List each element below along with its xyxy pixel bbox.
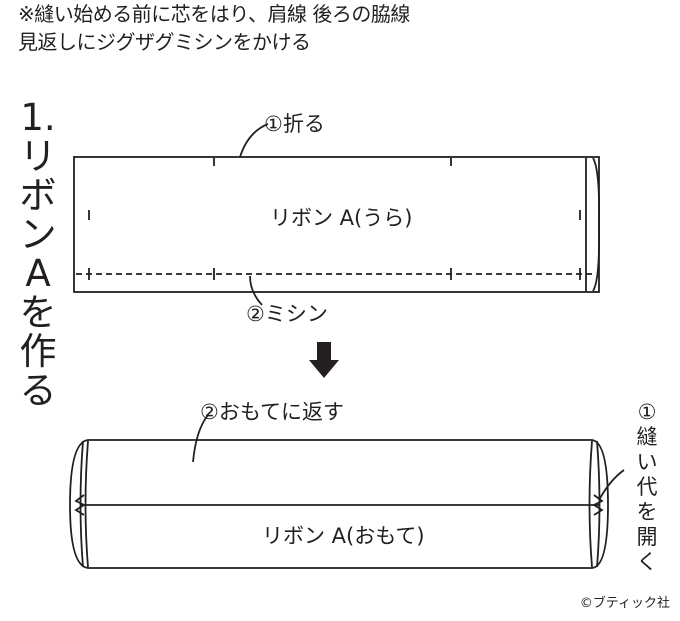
allowance-leader bbox=[598, 469, 625, 501]
allowance-label-char: 開 bbox=[636, 525, 658, 549]
copyright-credit: ©ブティック社 bbox=[579, 596, 670, 611]
step-title-char: ボ bbox=[19, 174, 57, 217]
notches-top bbox=[88, 158, 581, 220]
allowance-label: ① 縫 い 代 を 開 く bbox=[630, 400, 664, 575]
stitch-ticks bbox=[88, 268, 581, 280]
allowance-label-char: い bbox=[636, 450, 658, 474]
allowance-label-char: 代 bbox=[636, 475, 658, 499]
allowance-label-char: 縫 bbox=[636, 425, 658, 449]
allowance-label-char: ① bbox=[637, 400, 657, 424]
step-title-char: る bbox=[19, 369, 57, 412]
step-title-char: リ bbox=[19, 135, 57, 178]
step-title-char: 作 bbox=[19, 330, 57, 373]
step-title: 1. リ ボ ン A を 作 る bbox=[18, 98, 58, 410]
fold-label: ①折る bbox=[264, 112, 325, 136]
turn-leader bbox=[192, 414, 209, 463]
fold-edge-right bbox=[585, 157, 601, 292]
open-allowance-left bbox=[74, 494, 86, 516]
down-arrow bbox=[309, 342, 339, 378]
instruction-line-1: ※縫い始める前に芯をはり、肩線 後ろの脇線 bbox=[18, 2, 410, 26]
instruction-line-2: 見返しにジグザグミシンをかける bbox=[18, 30, 311, 54]
ribbon-panel-back bbox=[73, 156, 600, 293]
turn-label: ②おもてに返す bbox=[200, 400, 344, 424]
step-title-char: ン bbox=[19, 213, 57, 256]
panel-front-label: リボン A(おもて) bbox=[262, 524, 425, 548]
step-title-char: 1. bbox=[20, 96, 56, 139]
stitch-leader bbox=[249, 275, 263, 306]
stitch-label: ②ミシン bbox=[246, 302, 328, 326]
allowance-label-char: く bbox=[636, 550, 658, 574]
fold-leader bbox=[239, 123, 269, 158]
allowance-label-char: を bbox=[636, 500, 658, 524]
ribbon-tube bbox=[69, 439, 609, 569]
step-title-char: A bbox=[25, 252, 51, 295]
panel-back-label: リボン A(うら) bbox=[270, 206, 413, 230]
step-title-char: を bbox=[19, 291, 57, 334]
